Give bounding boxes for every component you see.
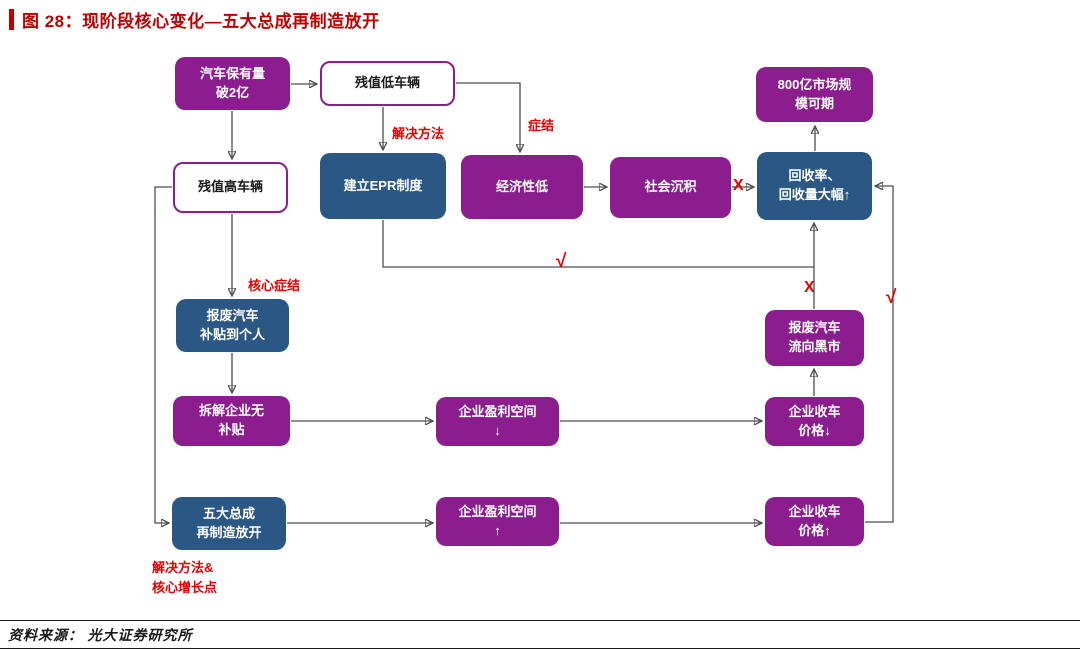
node-subsidy-individual: 报废汽车 补贴到个人	[176, 299, 289, 352]
line-epr-feedback	[382, 220, 814, 268]
annotation-crux: 症结	[528, 118, 555, 133]
source-text: 资料来源： 光大证券研究所	[8, 629, 193, 644]
arrow-lowresidual-to-economy	[456, 82, 520, 151]
node-low-residual: 残值低车辆	[320, 61, 455, 106]
arrow-priceup-feedback-to-recyclerate	[865, 186, 894, 523]
node-price-up: 企业收车 价格↑	[765, 497, 864, 546]
annotation-x-2: X	[804, 279, 815, 296]
arrow-highresidual-to-fiveassembly	[154, 186, 172, 523]
node-car-ownership: 汽车保有量 破2亿	[175, 57, 290, 110]
annotation-solution-growth: 解决方法& 核心增长点	[152, 560, 218, 595]
annotation-core-crux: 核心症结	[248, 278, 301, 293]
title-accent-bar	[9, 9, 14, 30]
node-epr: 建立EPR制度	[320, 153, 446, 219]
node-profit-up: 企业盈利空间 ↑	[436, 497, 559, 546]
node-high-residual: 残值高车辆	[173, 162, 288, 213]
node-no-subsidy: 拆解企业无 补贴	[173, 396, 290, 446]
node-recycle-rate: 回收率、 回收量大幅↑	[757, 152, 872, 220]
annotation-check-1: √	[556, 251, 567, 272]
footer-rule-top	[0, 620, 1080, 621]
node-price-down: 企业收车 价格↓	[765, 397, 864, 446]
node-five-assembly: 五大总成 再制造放开	[172, 497, 286, 550]
figure-title: 图 28：现阶段核心变化—五大总成再制造放开	[22, 12, 380, 31]
node-market-scale: 800亿市场规 模可期	[756, 67, 873, 122]
node-profit-down: 企业盈利空间 ↓	[436, 397, 559, 446]
node-social-deposit: 社会沉积	[610, 157, 731, 218]
annotation-check-2: √	[886, 287, 897, 308]
annotation-solution-method: 解决方法	[392, 126, 445, 141]
node-low-economy: 经济性低	[461, 155, 583, 219]
footer-rule-bottom	[0, 648, 1080, 649]
node-black-market: 报废汽车 流向黑市	[765, 310, 864, 366]
annotation-x-1: X	[733, 177, 744, 194]
